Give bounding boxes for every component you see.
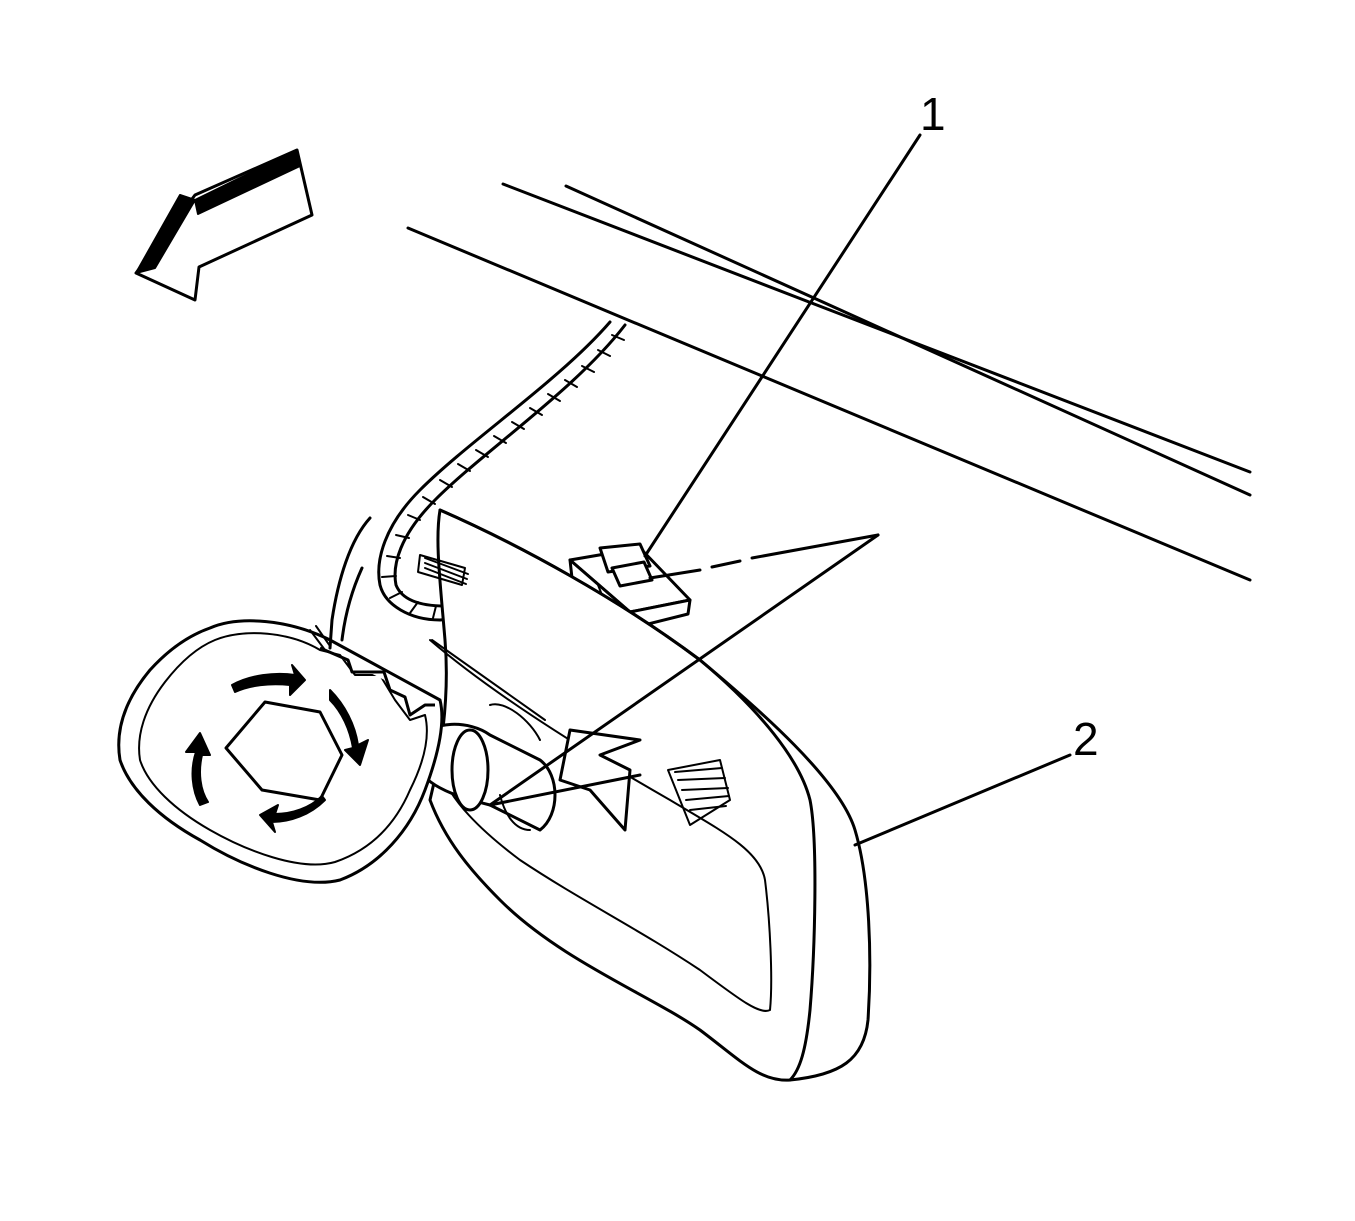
- windshield-mount-button: [117, 619, 444, 884]
- mounting-stem: [418, 703, 557, 832]
- rotation-arrows-icon: [185, 664, 369, 833]
- callout-2-label: 2: [1073, 713, 1099, 765]
- grip-ridges-lower: [667, 759, 731, 826]
- callout-2-leader: [853, 753, 1072, 847]
- forward-direction-arrow-icon: [134, 148, 314, 302]
- grip-ridges-upper: [417, 554, 469, 586]
- connector-alignment-dash: [648, 533, 880, 580]
- install-alignment-lines: [431, 533, 880, 807]
- release-tab-arrow-icon: [558, 728, 642, 832]
- windshield-edge-lines: [406, 182, 1252, 582]
- callout-1-leader: [643, 133, 922, 558]
- mount-wire-strands: [328, 516, 372, 650]
- callout-1-label: 1: [920, 88, 946, 140]
